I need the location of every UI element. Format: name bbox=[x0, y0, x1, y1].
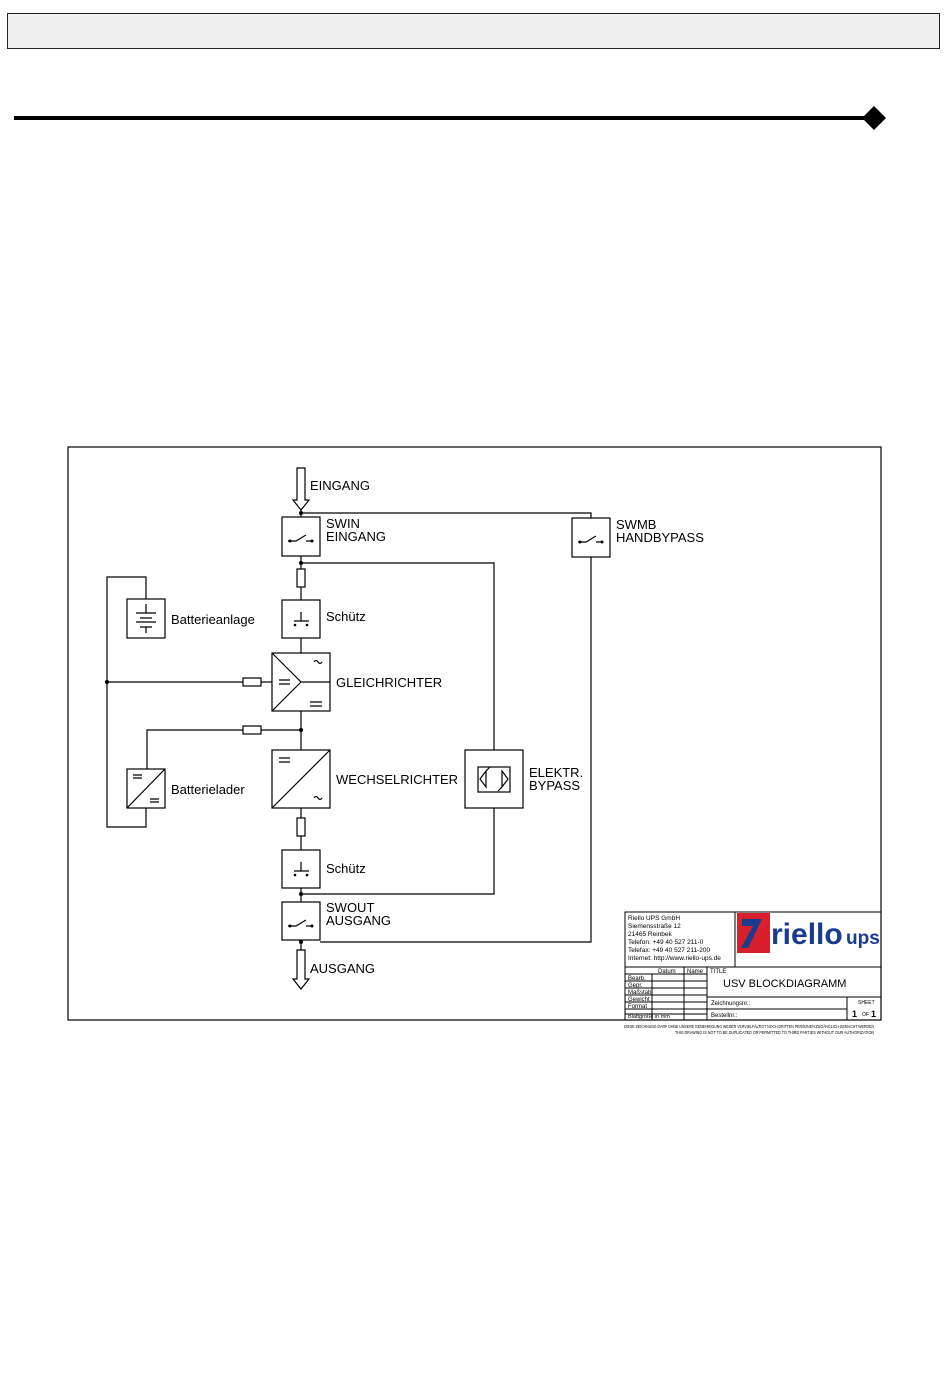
label-elektr: ELEKTR. bbox=[529, 765, 583, 780]
sheet-number: 1 bbox=[852, 1009, 857, 1019]
label-swin-eingang: EINGANG bbox=[326, 529, 386, 544]
bypass-top-wire bbox=[301, 512, 592, 518]
notice-en: THIS DRAWING IS NOT TO BE DUPLICATED OR … bbox=[675, 1030, 874, 1035]
label-wechselrichter: WECHSELRICHTER bbox=[336, 772, 458, 787]
swout-switch bbox=[281, 901, 321, 941]
logo-suffix: ups bbox=[846, 928, 880, 949]
row-gepr: Gepr. bbox=[628, 983, 643, 989]
label-swout: SWOUT bbox=[326, 900, 374, 915]
bestellnr-label: Bestellnr.: bbox=[711, 1013, 738, 1019]
company-line-1: Riello UPS GmbH bbox=[628, 915, 680, 922]
col-name: Name bbox=[687, 969, 704, 975]
manual-bypass-wire bbox=[320, 557, 592, 943]
batterielader-box bbox=[126, 768, 166, 809]
company-line-6: Internet: http://www.riello-ups.de bbox=[628, 955, 721, 962]
company-line-4: Telefon: +49 40 527 211-0 bbox=[628, 939, 704, 946]
title-label: TITLE bbox=[710, 969, 726, 975]
title-block: Riello UPS GmbH Siemensstraße 12 21465 R… bbox=[624, 911, 882, 1035]
row-bearb: Bearb. bbox=[628, 976, 646, 982]
label-batterieanlage: Batterieanlage bbox=[171, 612, 255, 627]
output-arrow bbox=[291, 949, 311, 990]
label-schuetz-top: Schütz bbox=[326, 609, 366, 624]
header-bar bbox=[7, 13, 940, 49]
label-batterielader: Batterielader bbox=[171, 782, 245, 797]
label-gleichrichter: GLEICHRICHTER bbox=[336, 675, 442, 690]
col-datum: Datum bbox=[658, 969, 676, 975]
row-gewicht: Gewicht bbox=[628, 997, 650, 1003]
company-line-3: 21465 Reinbek bbox=[628, 931, 672, 938]
section-rule bbox=[14, 106, 886, 130]
label-ausgang: AUSGANG bbox=[310, 961, 375, 976]
battery-loop-wire bbox=[106, 576, 147, 828]
company-line-5: Telefax: +49 40 527 211-200 bbox=[628, 947, 710, 954]
fuse-1 bbox=[296, 568, 306, 588]
label-swmb: SWMB bbox=[616, 517, 656, 532]
swmb-switch bbox=[571, 517, 611, 558]
fuse-2 bbox=[296, 817, 306, 837]
label-schuetz-bottom: Schütz bbox=[326, 861, 366, 876]
swin-switch bbox=[281, 516, 321, 557]
input-arrow bbox=[291, 467, 311, 511]
company-line-2: Siemensstraße 12 bbox=[628, 923, 681, 930]
label-swin: SWIN bbox=[326, 516, 360, 531]
logo-text: riello bbox=[771, 918, 843, 951]
diagram-frame bbox=[67, 446, 882, 1021]
row-massstab: Maßstab bbox=[628, 990, 652, 996]
notice-de: DIESE ZEICHNUNG DARF OHNE UNSERE GENEHMI… bbox=[624, 1024, 874, 1029]
zeichnungsnr-label: Zeichnungsnr.: bbox=[711, 1001, 751, 1007]
drawing-title: USV BLOCKDIAGRAMM bbox=[723, 978, 846, 990]
elektr-bypass-bottom-wire bbox=[301, 808, 495, 895]
row-blattgroesse: Blattgröße in mm bbox=[628, 1014, 670, 1020]
label-elektr-bypass: BYPASS bbox=[529, 778, 580, 793]
sheet-of: OF bbox=[862, 1012, 869, 1018]
sheet-total: 1 bbox=[871, 1009, 876, 1019]
label-swout-ausgang: AUSGANG bbox=[326, 913, 391, 928]
label-handbypass: HANDBYPASS bbox=[616, 530, 704, 545]
elektr-bypass-top-wire bbox=[301, 562, 495, 750]
rule-diamond bbox=[862, 106, 886, 130]
label-eingang: EINGANG bbox=[310, 478, 370, 493]
fuse-charger bbox=[242, 725, 262, 735]
row-format: Format bbox=[628, 1004, 647, 1010]
fuse-battery bbox=[242, 677, 262, 687]
elektr-bypass-box bbox=[464, 749, 524, 809]
riello-logo: riello ups bbox=[737, 913, 880, 953]
sheet-label: SHEET bbox=[858, 1000, 875, 1006]
